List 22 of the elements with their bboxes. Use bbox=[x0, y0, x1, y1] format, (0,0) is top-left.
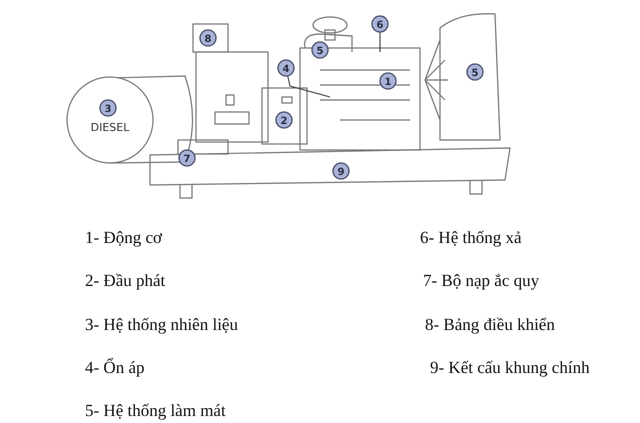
callout-number: 7 bbox=[178, 149, 196, 167]
callout-number: 1 bbox=[379, 72, 397, 90]
callout-number: 2 bbox=[275, 111, 293, 129]
callout-number: 6 bbox=[371, 15, 389, 33]
tank-label: DIESEL bbox=[90, 121, 130, 134]
callout-number: 9 bbox=[332, 162, 350, 180]
leader-line bbox=[287, 76, 330, 98]
legend-text: 7- Bộ nạp ắc quy bbox=[423, 271, 540, 291]
callout-number: 8 bbox=[199, 29, 217, 47]
legend-text: 9- Kết cấu khung chính bbox=[430, 358, 590, 378]
legend-text: 5- Hệ thống làm mát bbox=[85, 401, 226, 421]
legend-text: 1- Động cơ bbox=[85, 228, 162, 248]
legend-text: 4- Ổn áp bbox=[85, 358, 144, 378]
callout-number: 5 bbox=[466, 63, 484, 81]
legend-text: 2- Đầu phát bbox=[85, 271, 166, 291]
callout-number: 3 bbox=[99, 99, 117, 117]
legend-text: 6- Hệ thống xả bbox=[420, 228, 522, 248]
leader-line bbox=[379, 32, 381, 52]
callout-number: 5 bbox=[311, 41, 329, 59]
callout-number: 4 bbox=[277, 59, 295, 77]
legend-text: 8- Bảng điều khiển bbox=[425, 315, 555, 335]
legend-text: 3- Hệ thống nhiên liệu bbox=[85, 315, 238, 335]
